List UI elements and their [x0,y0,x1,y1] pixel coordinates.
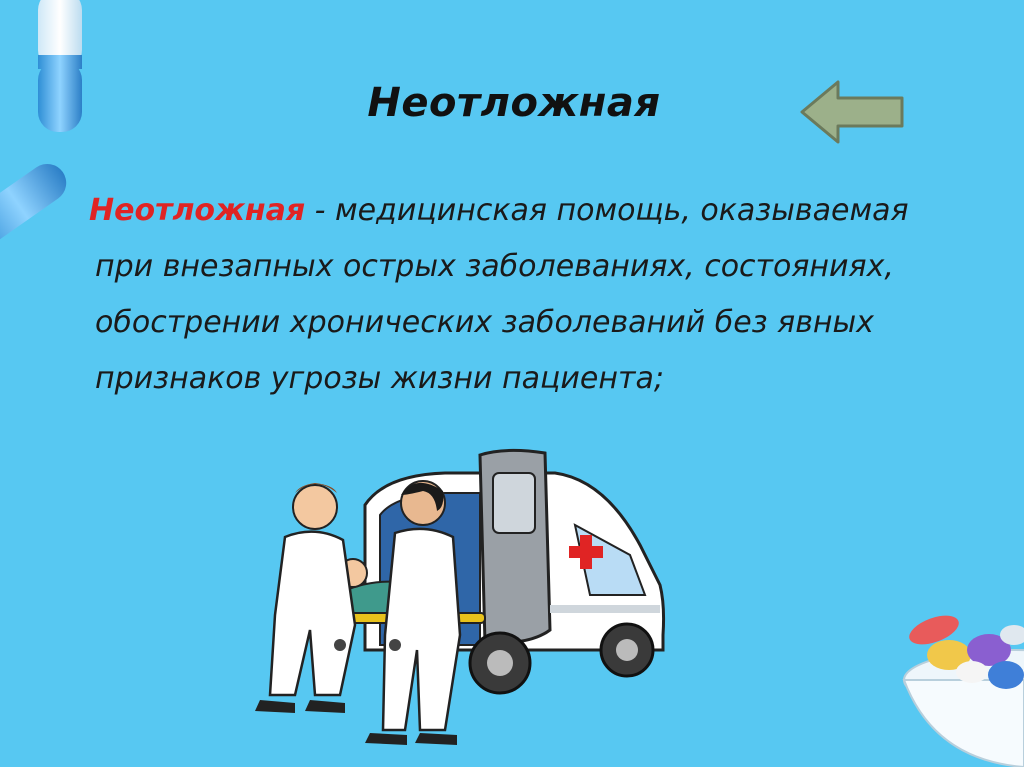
definition-text: медицинская помощь, оказываемая при внез… [95,193,909,396]
capsule-pills-decoration [0,0,82,240]
slide-title: Неотложная [0,80,1024,126]
ambulance-with-medics-illustration [255,448,666,745]
definition-separator: - [305,193,336,228]
definition-term: Неотложная [89,193,306,228]
definition-paragraph: Неотложная - медицинская помощь, оказыва… [89,183,935,407]
slide-title-text: Неотложная [367,80,661,126]
pills-bowl-decoration [902,615,1024,767]
arrow-left-icon[interactable] [798,78,906,146]
